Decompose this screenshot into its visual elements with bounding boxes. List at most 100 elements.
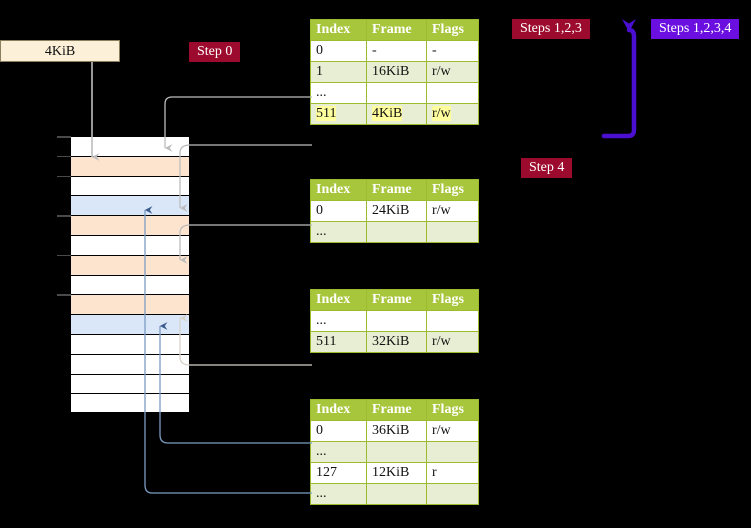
memory-frame-0[interactable] [57, 136, 190, 156]
memory-frame-12[interactable] [70, 373, 190, 394]
cell-text: 0 [316, 203, 323, 218]
cell-frame: - [366, 40, 427, 62]
memory-tick-8 [57, 294, 71, 296]
table-row[interactable]: 1 16KiB r/w [310, 61, 479, 83]
cell-index: 127 [310, 462, 367, 484]
memory-frame-2[interactable] [57, 175, 190, 196]
cell-text: 36KiB [372, 423, 410, 438]
column-header-index: Index [310, 289, 367, 311]
cell-text: ... [316, 224, 327, 239]
cell-index: 511 [310, 103, 367, 125]
column-header-flags: Flags [426, 399, 479, 421]
cell-index: ... [310, 221, 367, 243]
cell-text: ... [316, 313, 327, 328]
cell-text: r [432, 465, 437, 480]
cell-flags: - [426, 40, 479, 62]
cell-text: - [432, 43, 437, 58]
cell-index: 0 [310, 420, 367, 442]
wire-purple-bracket [601, 18, 637, 139]
source-frame-label: 4KiB [44, 44, 76, 59]
cell-index: 511 [310, 331, 367, 353]
memory-frame-7[interactable] [70, 274, 190, 295]
table-row[interactable]: ... [310, 441, 479, 463]
cell-text: ... [316, 486, 327, 501]
cell-text: 12KiB [372, 465, 410, 480]
table-row[interactable]: ... [310, 310, 479, 332]
cell-index: ... [310, 82, 367, 104]
wire-t2-row0 [179, 224, 312, 264]
cell-flags: r/w [426, 103, 479, 125]
cell-frame: 16KiB [366, 61, 427, 83]
table-row[interactable]: 127 12KiB r [310, 462, 479, 484]
cell-flags: r/w [426, 331, 479, 353]
column-header-frame: Frame [366, 399, 427, 421]
cell-index: 1 [310, 61, 367, 83]
memory-frame-6[interactable] [57, 254, 190, 275]
badge-step-0-label: Step 0 [197, 44, 233, 59]
badge-step-4: Step 4 [521, 158, 573, 178]
memory-frame-10[interactable] [70, 334, 190, 354]
cell-index: 0 [310, 40, 367, 62]
cell-text: 0 [316, 43, 323, 58]
memory-tick-1 [57, 155, 71, 158]
badge-step-4-label: Step 4 [529, 160, 565, 175]
cell-text: r/w [432, 423, 451, 438]
table-row[interactable]: ... [310, 221, 479, 243]
column-header-index: Index [310, 399, 367, 421]
cell-text: 511 [316, 334, 337, 349]
table-row[interactable]: 0 24KiB r/w [310, 200, 479, 222]
cell-frame [366, 310, 427, 332]
physical-memory-column [57, 136, 190, 414]
cell-text: 0 [316, 423, 323, 438]
cell-index: ... [310, 483, 367, 505]
cell-text: 127 [316, 465, 337, 480]
badge-steps-123-label: Steps 1,2,3 [520, 21, 582, 36]
badge-steps-1234: Steps 1,2,3,4 [651, 19, 740, 39]
memory-tick-0 [57, 136, 71, 138]
table-row[interactable]: ... [310, 483, 479, 505]
cell-flags [426, 221, 479, 243]
cell-flags: r/w [426, 420, 479, 442]
memory-frame-3[interactable] [70, 195, 190, 216]
memory-frame-5[interactable] [70, 235, 190, 255]
memory-frame-1[interactable] [57, 155, 190, 176]
column-header-frame: Frame [366, 179, 427, 201]
memory-frame-9[interactable] [70, 314, 190, 334]
cell-text: r/w [432, 64, 451, 79]
cell-text: ... [316, 85, 327, 100]
cell-flags [426, 441, 479, 463]
cell-text: ... [316, 444, 327, 459]
cell-flags [426, 310, 479, 332]
table-row[interactable]: 0 36KiB r/w [310, 420, 479, 442]
column-header-index: Index [310, 179, 367, 201]
cell-flags [426, 483, 479, 505]
table-row[interactable]: 0 -- [310, 40, 479, 62]
table-row[interactable]: ... [310, 82, 479, 104]
memory-frame-4[interactable] [57, 215, 190, 235]
badge-steps-123: Steps 1,2,3 [512, 19, 590, 39]
cell-frame: 4KiB [366, 103, 427, 125]
column-header-flags: Flags [426, 19, 479, 41]
cell-text: 24KiB [372, 203, 410, 218]
cell-frame [366, 221, 427, 243]
cell-text: 1 [316, 64, 323, 79]
cell-flags: r/w [426, 200, 479, 222]
badge-steps-1234-label: Steps 1,2,3,4 [659, 21, 732, 36]
memory-frame-8[interactable] [57, 294, 190, 315]
cell-frame [366, 483, 427, 505]
memory-frame-13[interactable] [70, 393, 190, 414]
memory-tick-4 [57, 215, 71, 217]
column-header-index: Index [310, 19, 367, 41]
column-header-frame: Frame [366, 289, 427, 311]
cell-index: ... [310, 310, 367, 332]
cell-text: 511 [316, 106, 337, 121]
memory-frame-11[interactable] [70, 353, 190, 374]
cell-text: r/w [432, 334, 451, 349]
cell-flags [426, 82, 479, 104]
